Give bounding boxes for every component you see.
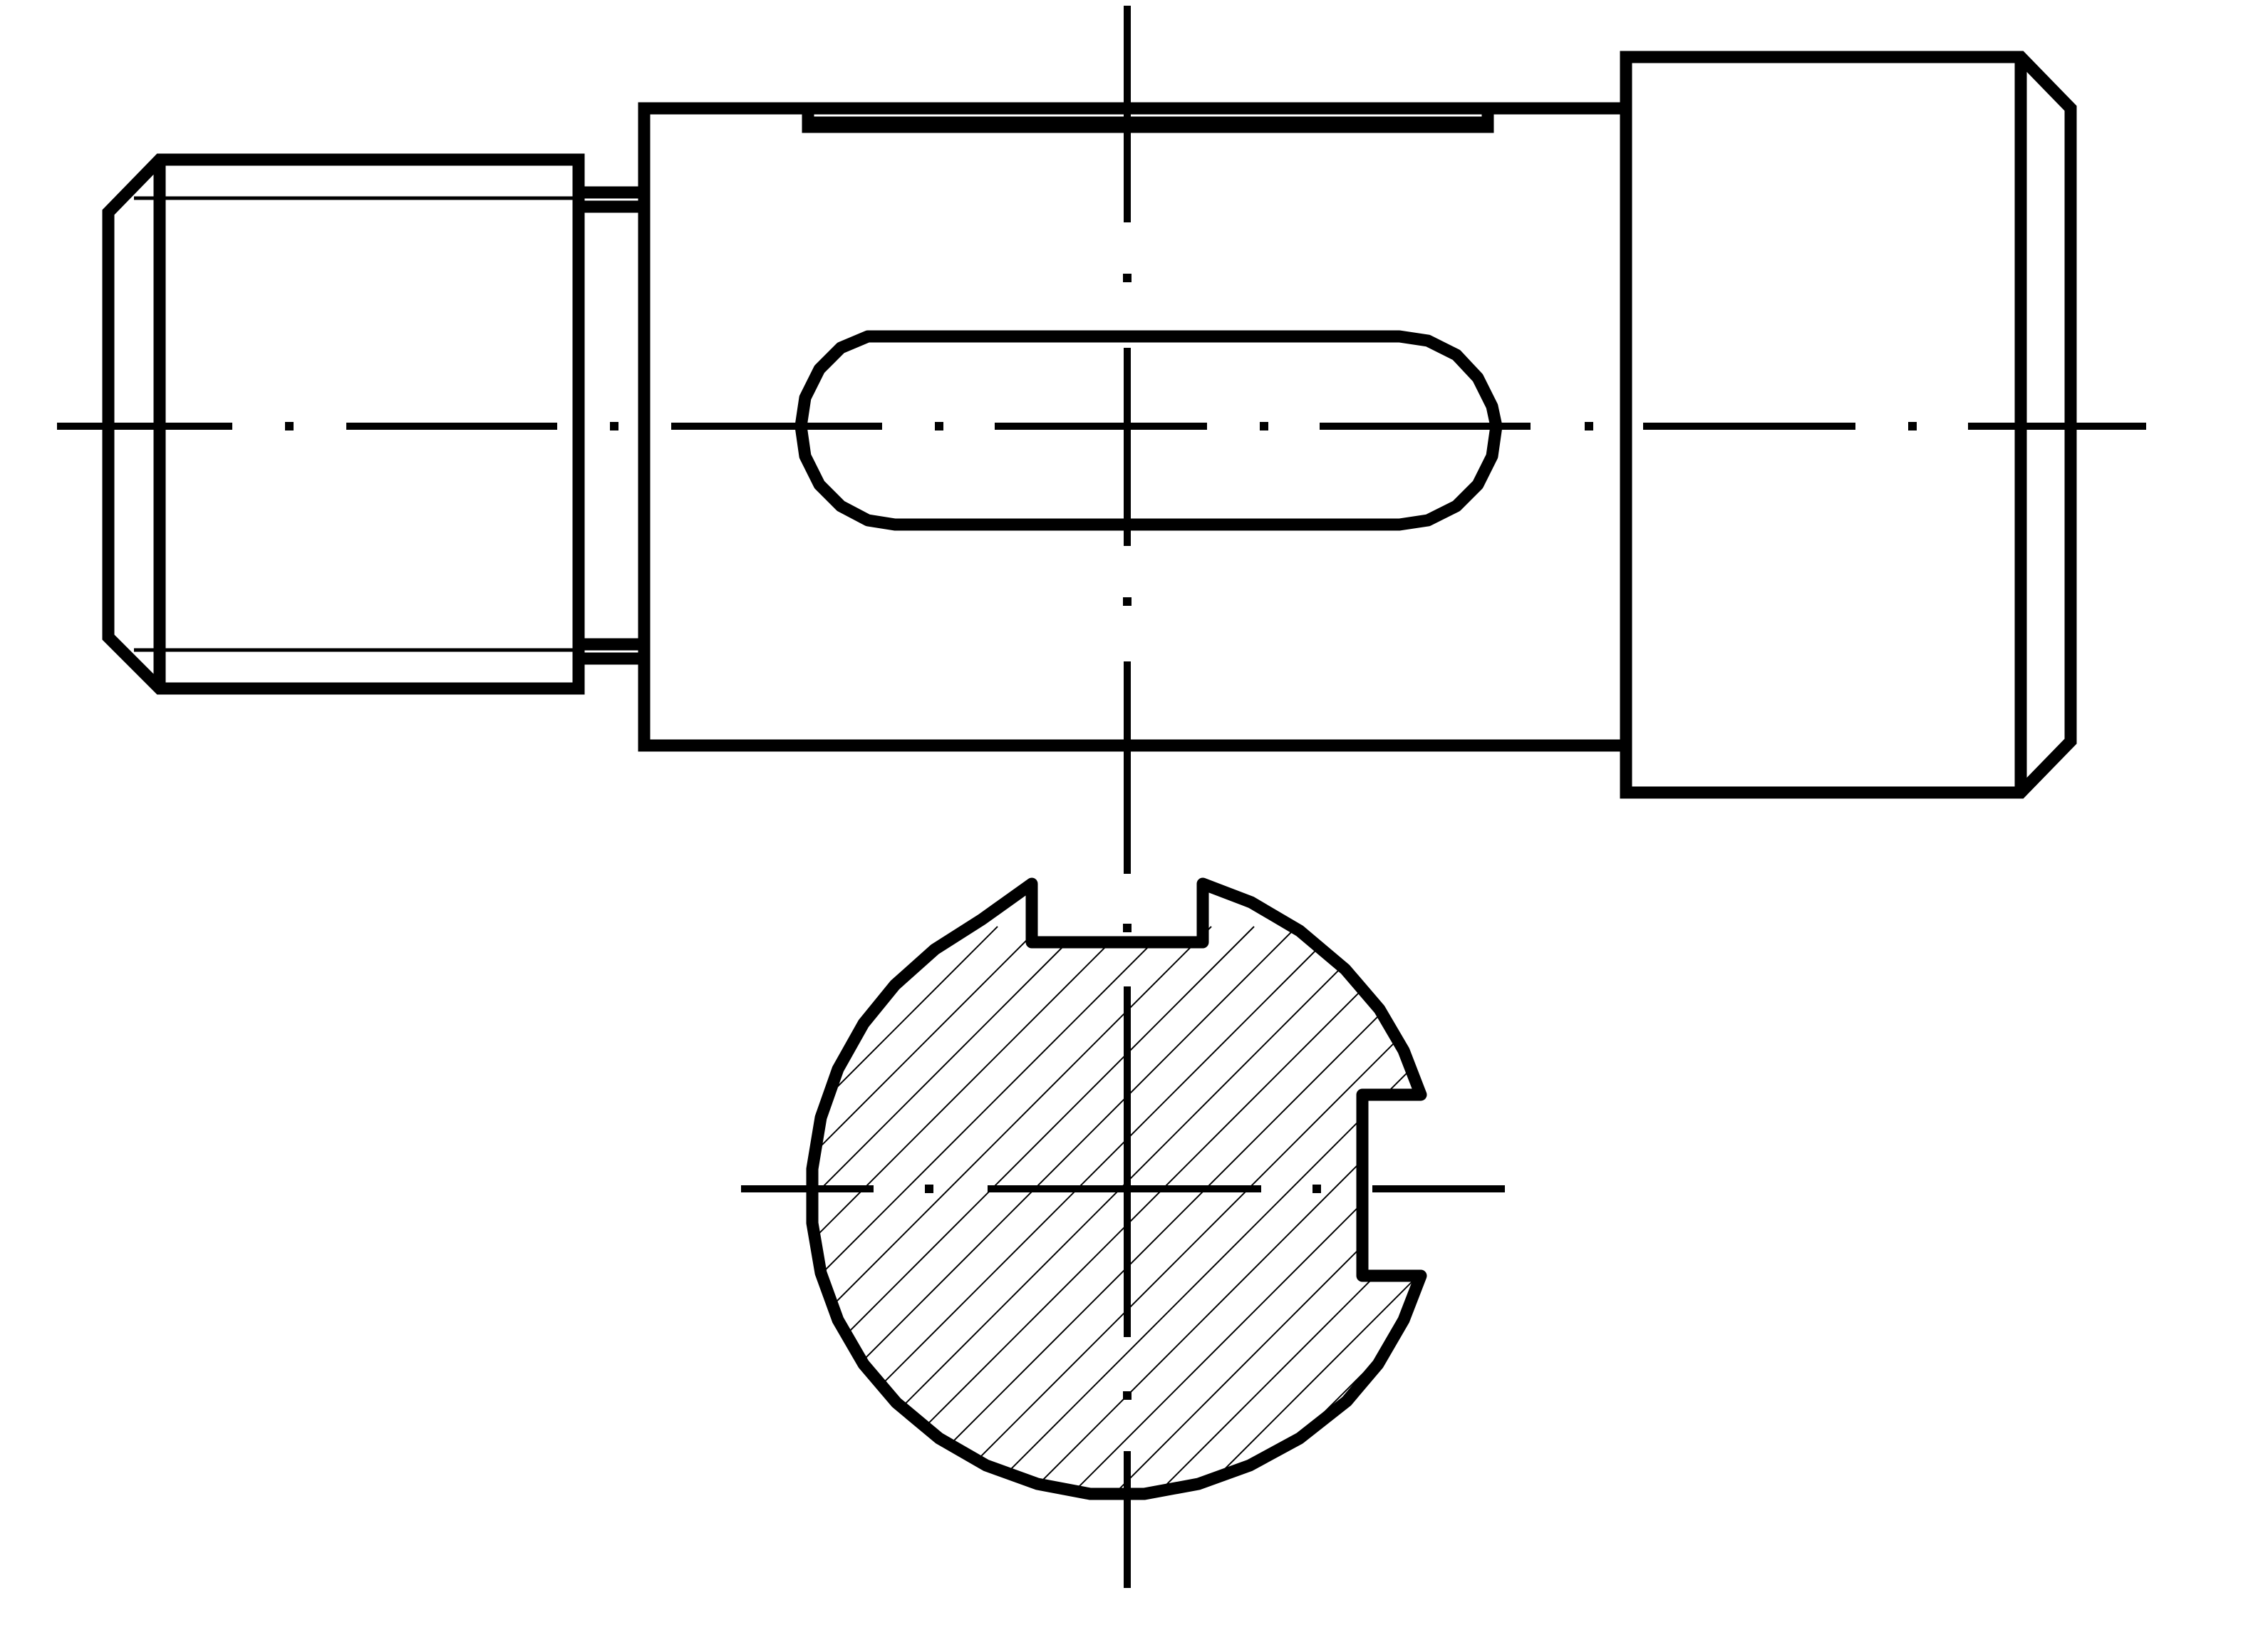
keyway-journal [638, 102, 1632, 752]
keyway-slot [794, 330, 1503, 531]
front-view-centerline [57, 422, 2146, 430]
front-view [57, 51, 2146, 799]
vertical-centerline [1123, 6, 1132, 1588]
cross-section [741, 877, 1505, 1500]
section-outline [806, 877, 1427, 1500]
section-centerline [741, 1185, 1505, 1193]
section-hatching [812, 926, 1421, 1494]
undercut-neck [572, 186, 651, 665]
